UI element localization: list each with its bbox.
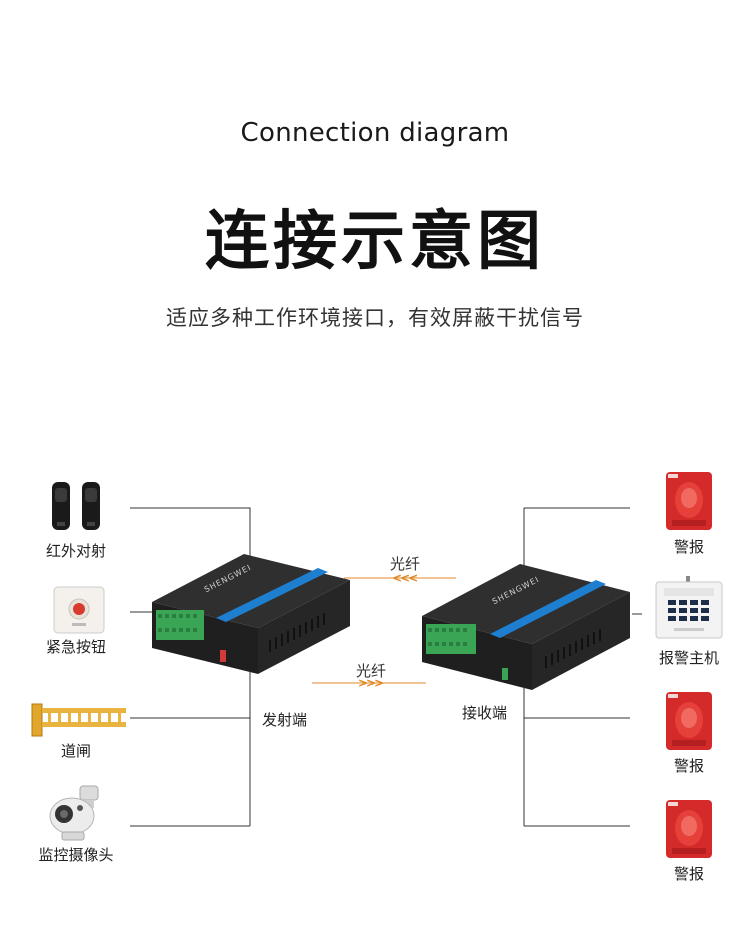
alarm-siren-icon <box>666 800 712 858</box>
label-emergency: 紧急按钮 <box>45 638 106 656</box>
alarm-siren-icon <box>666 472 712 530</box>
subtitle: 适应多种工作环境接口，有效屏蔽干扰信号 <box>166 306 584 330</box>
fiber-label-bottom: 光纤 <box>356 662 387 680</box>
label-transmitter: 发射端 <box>262 711 308 729</box>
label-gate: 道闸 <box>60 742 91 760</box>
fiber-arrows-bottom: >>> <box>358 676 384 690</box>
infrared-beam-sensor-icon <box>52 482 100 530</box>
wire-infrared <box>130 507 251 578</box>
emergency-button-icon <box>53 586 105 634</box>
transmitter-device <box>152 554 350 674</box>
label-camera: 监控摄像头 <box>38 846 114 864</box>
label-siren-3: 警报 <box>673 865 704 883</box>
fiber-label-top: 光纤 <box>390 555 421 573</box>
label-siren-2: 警报 <box>673 757 704 775</box>
english-title: Connection diagram <box>240 118 510 148</box>
label-receiver: 接收端 <box>462 704 508 722</box>
fiber-arrows-top: <<< <box>392 571 418 585</box>
surveillance-camera-icon <box>49 785 99 841</box>
receiver-device <box>422 564 630 690</box>
label-siren-1: 警报 <box>673 538 704 556</box>
barrier-gate-icon <box>31 703 126 737</box>
chinese-title: 连接示意图 <box>205 205 545 279</box>
label-alarm-host: 报警主机 <box>658 649 719 667</box>
label-infrared: 红外对射 <box>45 542 106 560</box>
alarm-host-icon <box>655 576 723 639</box>
alarm-siren-icon <box>666 692 712 750</box>
